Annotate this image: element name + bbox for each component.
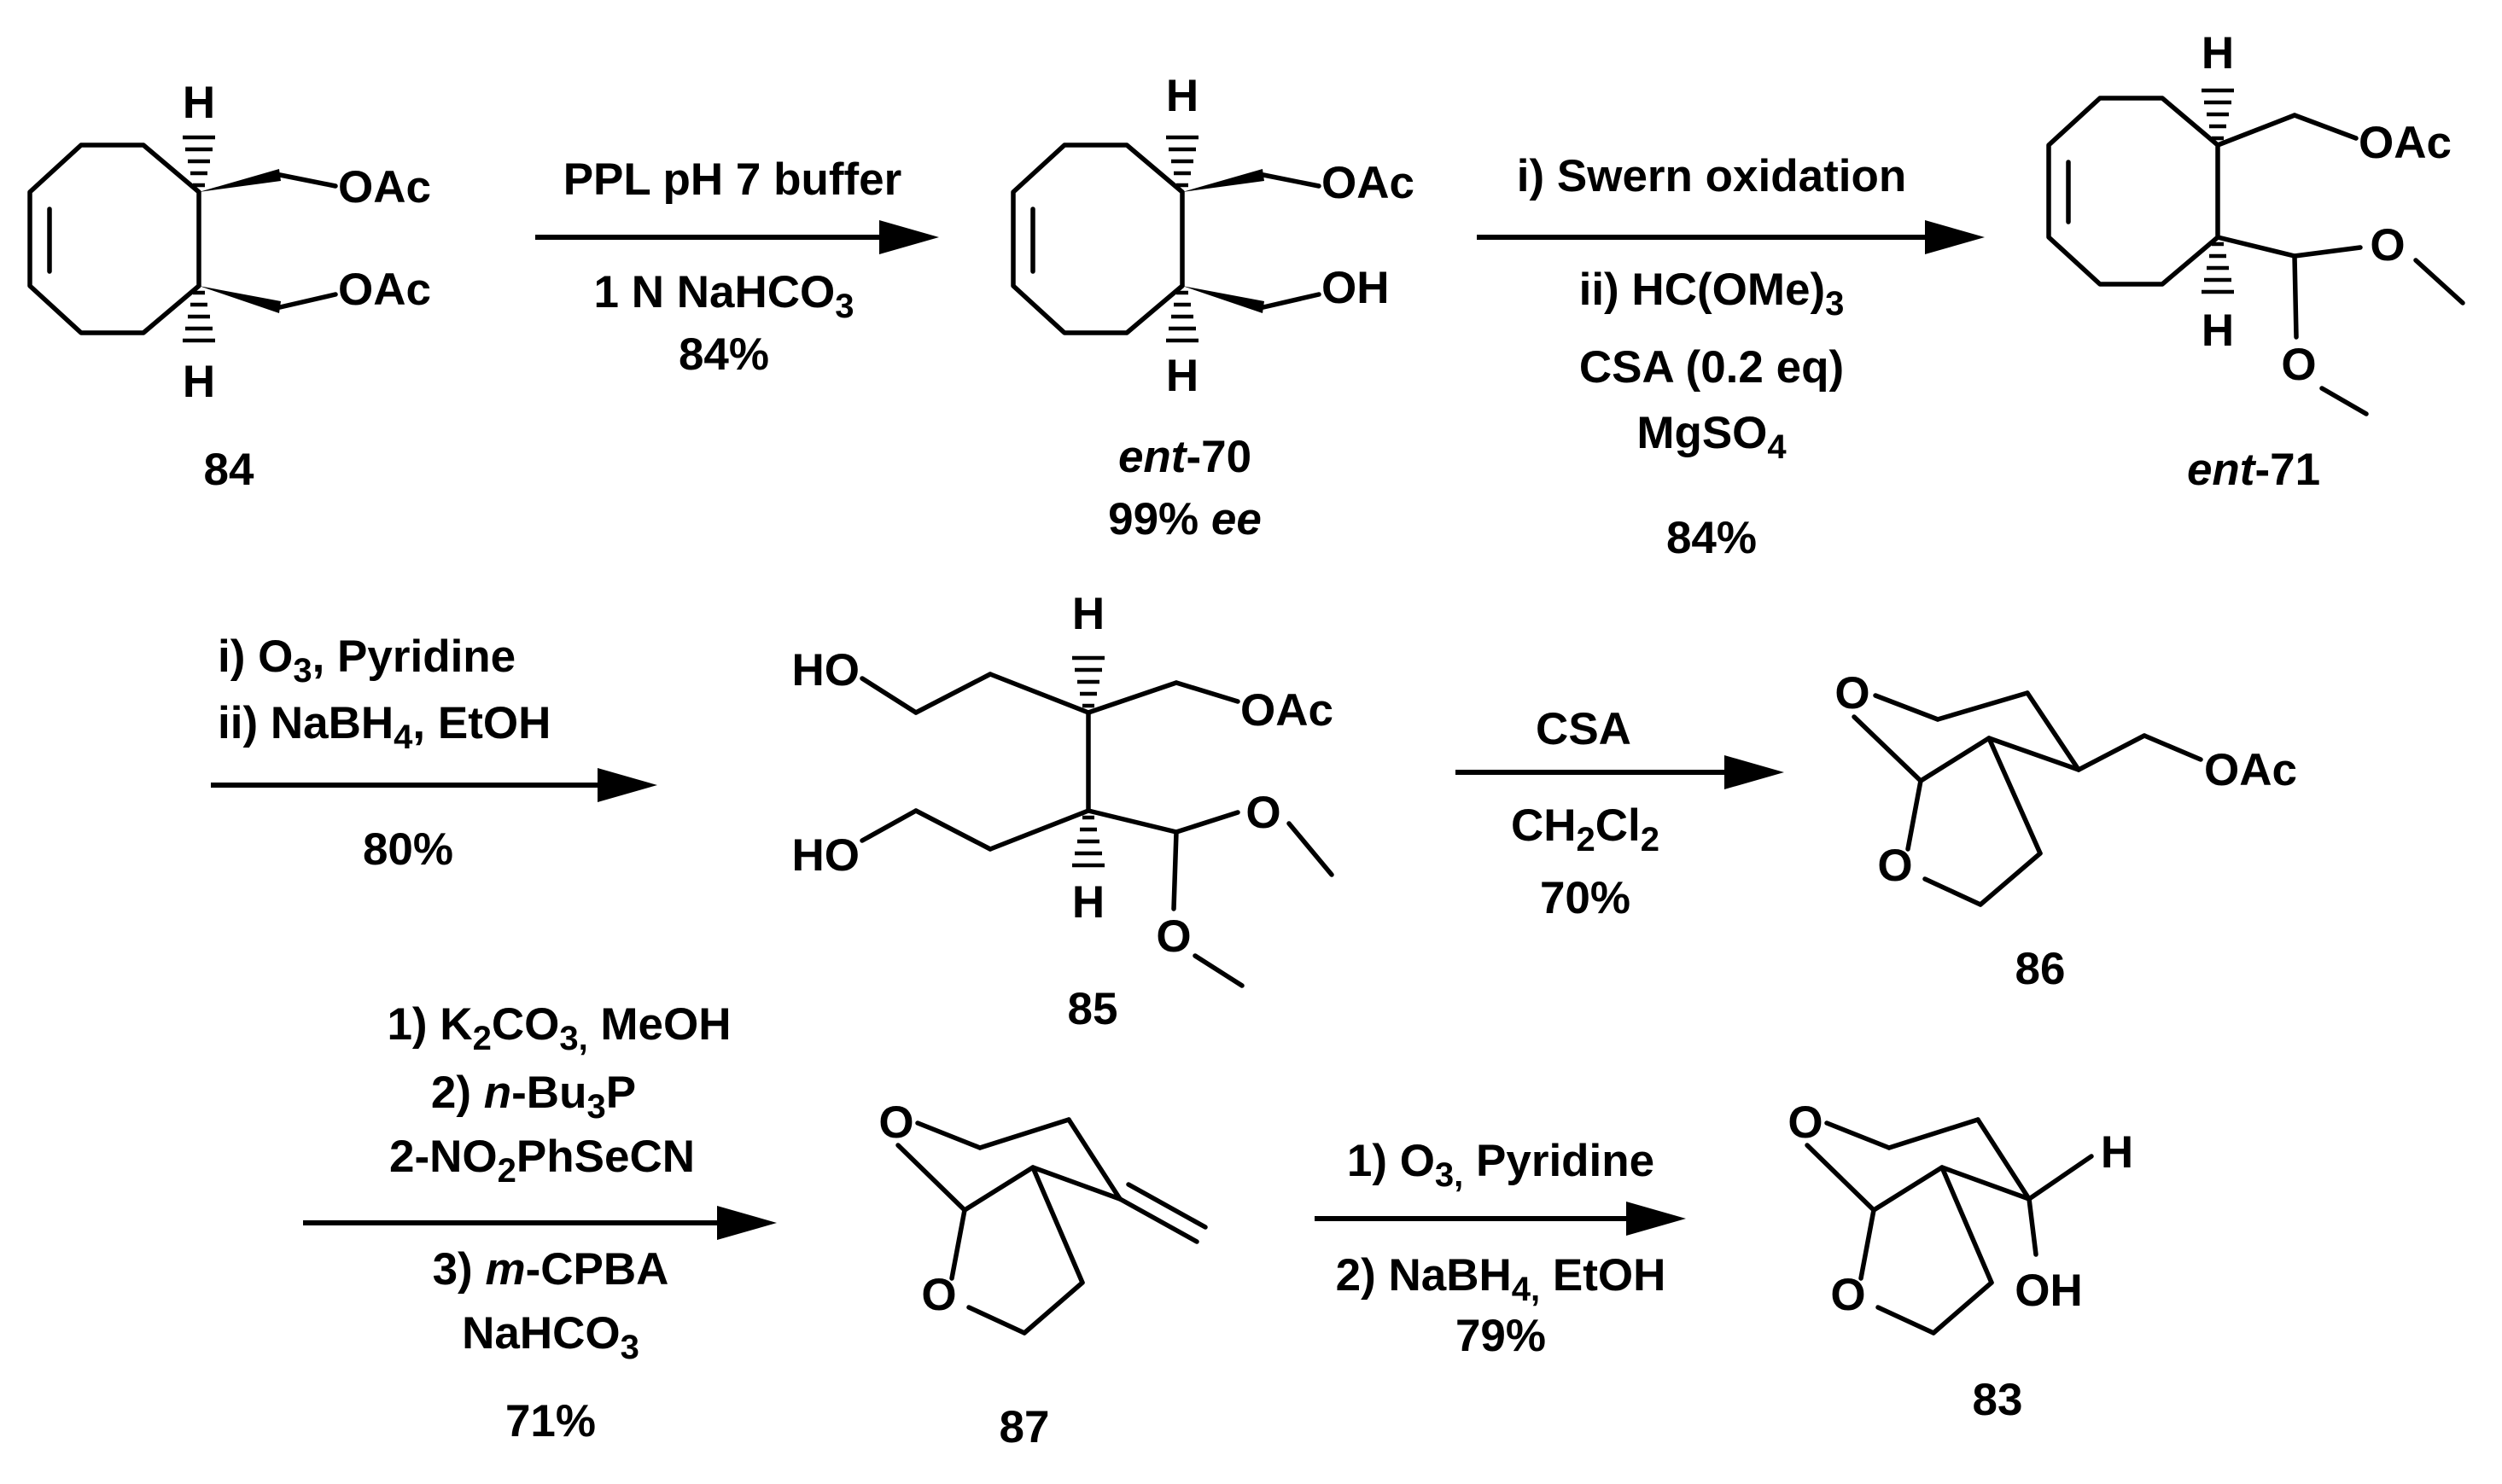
condition-r2-above: i) Swern oxidation [1517, 151, 1906, 201]
atom-h: H [2101, 1127, 2133, 1178]
condition-r5-step-2: 2) n-Bu3P [431, 1068, 636, 1126]
reaction-arrow-5: 1) K2CO3, MeOH 2) n-Bu3P 2-NO2PhSeCN 3) … [303, 999, 777, 1446]
atom-o: O [2370, 220, 2405, 271]
atom-h: H [1072, 877, 1105, 928]
structure-85: HO HO H H OAc O O 85 [792, 589, 1334, 1034]
reaction-arrow-3: i) O3, Pyridine ii) NaBH4, EtOH 80% [211, 631, 657, 875]
atom-h: H [1166, 71, 1199, 121]
compound-label-83: 83 [1973, 1375, 2023, 1425]
atom-oac: OAc [338, 265, 431, 315]
compound-label-85: 85 [1068, 984, 1118, 1034]
compound-label-ent-71: ent-71 [2187, 445, 2320, 495]
yield-r1: 84% [679, 329, 769, 380]
atom-o: O [2281, 340, 2316, 390]
atom-o: O [1788, 1097, 1823, 1148]
atom-ho: HO [792, 830, 860, 881]
condition-r5-step-2-reagent: 2-NO2PhSeCN [389, 1132, 695, 1190]
structure-87: O O 87 [878, 1097, 1208, 1452]
atom-o: O [1156, 911, 1191, 962]
atom-oac: OAc [338, 162, 431, 212]
condition-r6-step-1: 1) O3, Pyridine [1347, 1136, 1654, 1194]
atom-oac: OAc [1240, 685, 1333, 736]
atom-oac: OAc [1321, 158, 1414, 208]
structure-83: O O H OH 83 [1788, 1097, 2133, 1425]
condition-r5-step-3-reagent: NaHCO3 [462, 1308, 639, 1366]
reaction-arrow-2: i) Swern oxidation ii) HC(OMe)3 CSA (0.2… [1477, 151, 1985, 563]
atom-o: O [1245, 788, 1280, 838]
reaction-arrow-1: PPL pH 7 buffer 1 N NaHCO3 84% [535, 154, 939, 380]
hashed-bond [183, 135, 215, 343]
compound-label-ent-70: ent-70 [1118, 432, 1251, 482]
condition-r5-step-3: 3) m-CPBA [433, 1244, 669, 1295]
atom-h: H [2202, 28, 2234, 79]
condition-r3-above-1: i) O3, Pyridine [218, 631, 516, 690]
structure-86: O O OAc 86 [1834, 668, 2297, 994]
atom-h: H [1072, 589, 1105, 639]
compound-label-86: 86 [2015, 944, 2066, 994]
atom-oh: OH [2015, 1266, 2083, 1316]
reaction-arrow-6: 1) O3, Pyridine 2) NaBH4, EtOH 79% [1315, 1136, 1686, 1361]
hashed-bond [2202, 88, 2234, 294]
condition-r6-step-2: 2) NaBH4, EtOH [1336, 1250, 1666, 1308]
atom-oac: OAc [2359, 118, 2452, 168]
enantiomeric-excess-label: 99% ee [1108, 494, 1262, 544]
condition-r4-below: CH2Cl2 [1511, 800, 1659, 858]
structure-ent-71: H H OAc O O ent-71 [2046, 28, 2465, 495]
condition-r1-below: 1 N NaHCO3 [594, 267, 854, 325]
atom-oh: OH [1321, 263, 1390, 313]
structure-84: H H OAc OAc 84 [27, 78, 431, 495]
atom-o: O [1834, 668, 1869, 719]
atom-ho: HO [792, 645, 860, 695]
condition-r2-below-2: CSA (0.2 eq) [1579, 342, 1844, 393]
atom-oac: OAc [2204, 745, 2297, 795]
atom-h: H [2202, 306, 2234, 356]
condition-r4-above: CSA [1536, 704, 1631, 754]
atom-o: O [878, 1097, 913, 1148]
atom-o: O [1830, 1270, 1865, 1320]
condition-r2-below-1: ii) HC(OMe)3 [1579, 265, 1845, 323]
yield-r2: 84% [1666, 513, 1757, 563]
yield-r3: 80% [363, 824, 453, 875]
condition-r3-above-2: ii) NaBH4, EtOH [218, 698, 551, 756]
hashed-bond [1072, 655, 1105, 868]
condition-r5-step-1: 1) K2CO3, MeOH [387, 999, 731, 1057]
compound-label-87: 87 [1000, 1402, 1050, 1452]
atom-h: H [183, 78, 215, 128]
condition-r2-below-3: MgSO4 [1636, 408, 1787, 466]
reaction-arrow-4: CSA CH2Cl2 70% [1455, 704, 1784, 923]
hashed-bond [1166, 135, 1199, 343]
yield-r5: 71% [505, 1396, 596, 1446]
yield-r4: 70% [1540, 873, 1630, 923]
condition-r1-above: PPL pH 7 buffer [563, 154, 902, 205]
yield-r6: 79% [1455, 1311, 1546, 1361]
atom-o: O [1877, 841, 1912, 891]
compound-label-84: 84 [204, 445, 254, 495]
atom-o: O [921, 1270, 956, 1320]
atom-h: H [183, 357, 215, 407]
atom-h: H [1166, 351, 1199, 401]
structure-ent-70: H H OAc OH ent-70 99% ee [1011, 71, 1414, 544]
